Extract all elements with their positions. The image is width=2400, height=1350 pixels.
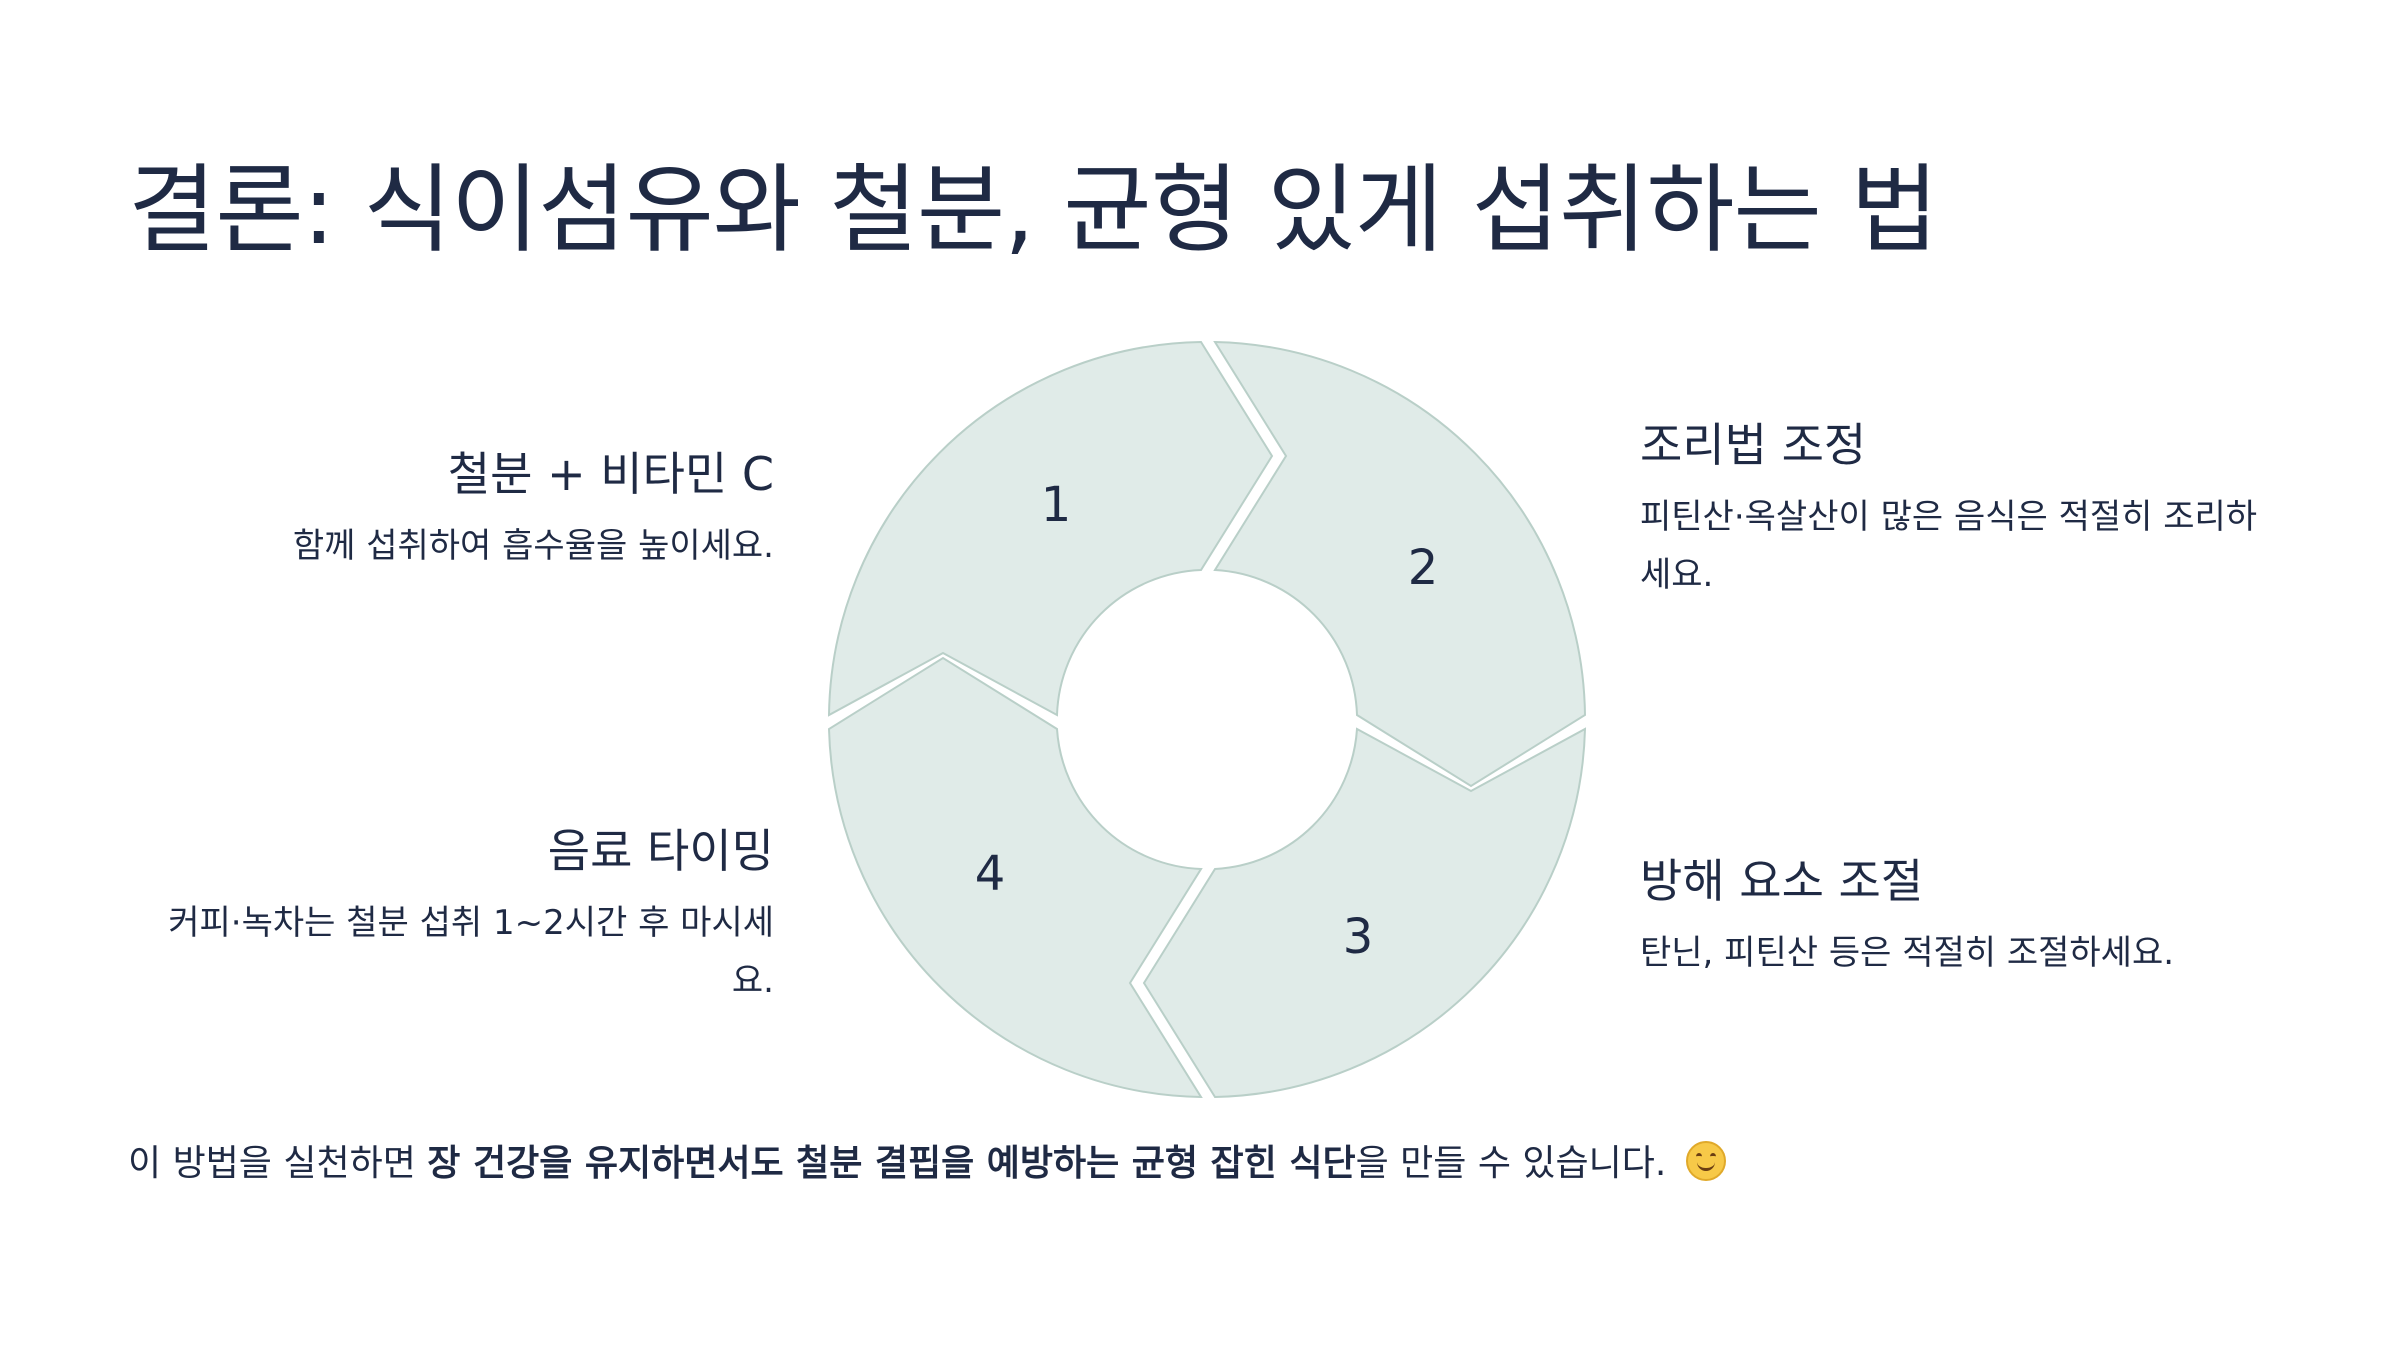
summary-suffix: 을 만들 수 있습니다. bbox=[1355, 1143, 1667, 1184]
step-iron-vitamin-c: 철분 + 비타민 C 함께 섭취하여 흡수율을 높이세요. bbox=[74, 445, 774, 575]
cycle-segment-1 bbox=[827, 340, 1274, 717]
segment-number-3: 3 bbox=[1343, 909, 1374, 965]
step-description: 커피·녹차는 철분 섭취 1~2시간 후 마시세 요. bbox=[74, 894, 774, 1010]
step-title: 조리법 조정 bbox=[1640, 418, 1867, 472]
step-inhibitor-control: 방해 요소 조절 탄닌, 피틴산 등은 적절히 조절하세요. bbox=[1640, 852, 2360, 982]
step-title: 철분 + 비타민 C bbox=[447, 447, 774, 501]
summary-text: 이 방법을 실천하면 장 건강을 유지하면서도 철분 결핍을 예방하는 균형 잡… bbox=[128, 1136, 1726, 1192]
page-title: 결론: 식이섬유와 철분, 균형 있게 섭취하는 법 bbox=[128, 154, 1939, 266]
step-description-line: 세요. bbox=[1640, 555, 1714, 595]
summary-emphasis: 장 건강을 유지하면서도 철분 결핍을 예방하는 균형 잡힌 식단 bbox=[427, 1143, 1356, 1184]
cycle-segment-3 bbox=[1142, 727, 1587, 1099]
step-title: 방해 요소 조절 bbox=[1640, 854, 1924, 908]
cycle-segment-4 bbox=[827, 656, 1203, 1099]
cycle-segment-2 bbox=[1213, 340, 1587, 788]
segment-number-1: 1 bbox=[1041, 477, 1072, 533]
step-cooking-method: 조리법 조정 피틴산·옥살산이 많은 음식은 적절히 조리하 세요. bbox=[1640, 416, 2360, 604]
segment-number-2: 2 bbox=[1408, 540, 1439, 596]
step-description-line: 커피·녹차는 철분 섭취 1~2시간 후 마시세 bbox=[168, 903, 774, 943]
step-description: 함께 섭취하여 흡수율을 높이세요. bbox=[292, 526, 774, 566]
segment-number-4: 4 bbox=[975, 846, 1006, 902]
step-beverage-timing: 음료 타이밍 커피·녹차는 철분 섭취 1~2시간 후 마시세 요. bbox=[74, 822, 774, 1010]
step-description: 탄닌, 피틴산 등은 적절히 조절하세요. bbox=[1640, 933, 2175, 973]
step-description-line: 요. bbox=[731, 961, 774, 1001]
step-description-line: 피틴산·옥살산이 많은 음식은 적절히 조리하 bbox=[1640, 497, 2258, 537]
summary-prefix: 이 방법을 실천하면 bbox=[128, 1143, 428, 1184]
smiling-face-icon bbox=[1685, 1141, 1726, 1181]
step-description: 피틴산·옥살산이 많은 음식은 적절히 조리하 세요. bbox=[1640, 488, 2360, 604]
step-title: 음료 타이밍 bbox=[547, 824, 774, 878]
